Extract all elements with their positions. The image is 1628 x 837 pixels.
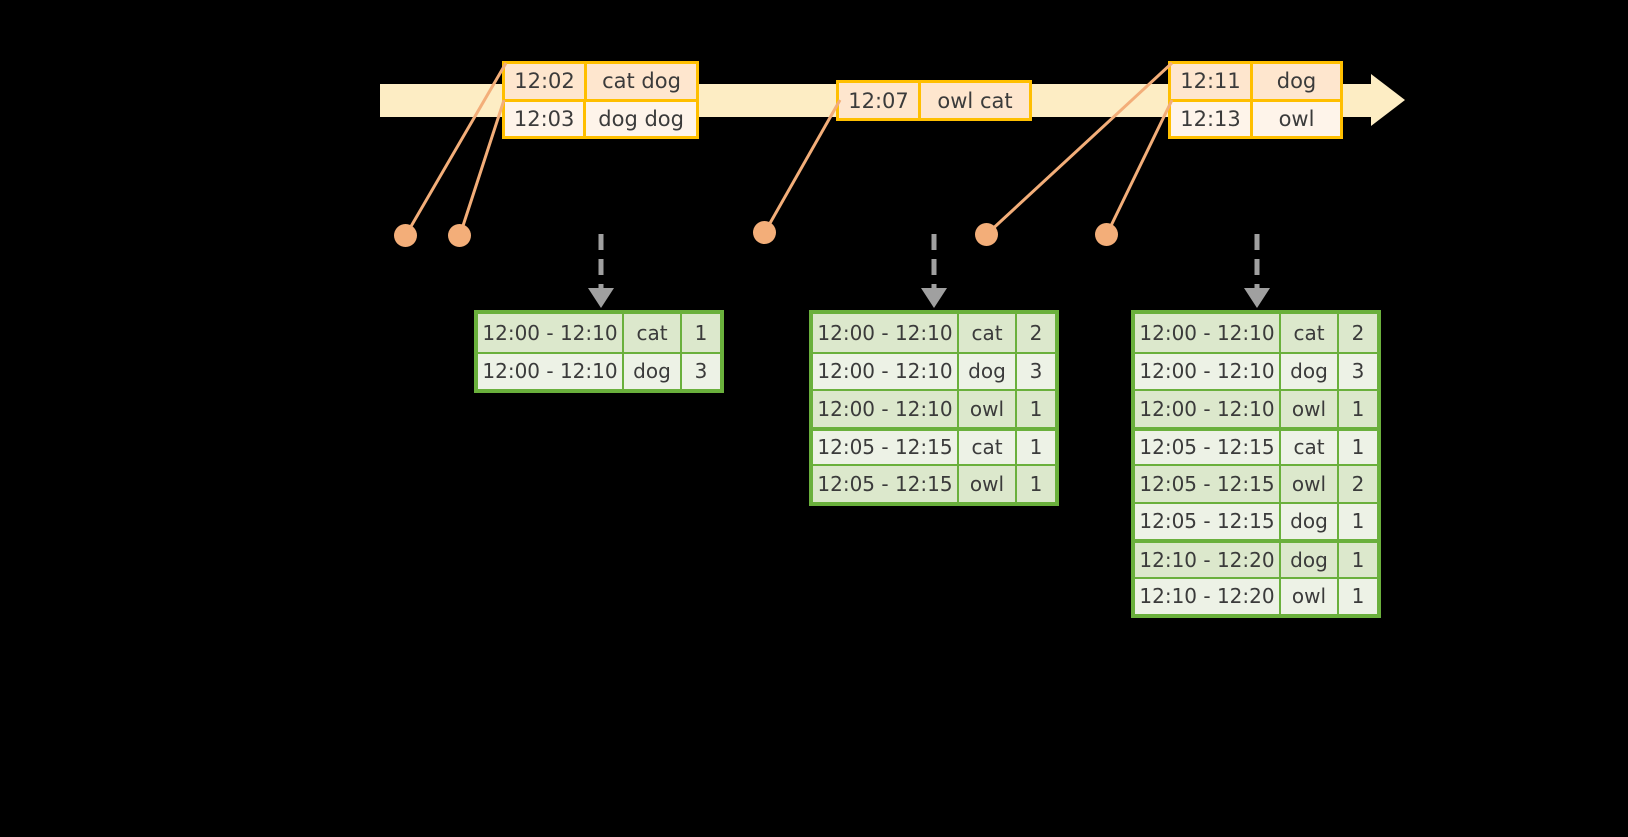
- timeline-arrowhead: [1371, 74, 1405, 126]
- connector-dot-5[interactable]: [1095, 223, 1118, 246]
- word-cell: cat: [959, 430, 1017, 464]
- dashed-arrow-to-result-1: [588, 234, 614, 308]
- window-cell: 12:00 - 12:10: [478, 314, 624, 352]
- connector-dot-4[interactable]: [975, 223, 998, 246]
- connector-dot-3[interactable]: [753, 221, 776, 244]
- event-words: cat dog: [602, 69, 681, 94]
- event-words: dog dog: [598, 106, 684, 131]
- connector-line-5: [1105, 99, 1174, 235]
- count-cell: 1: [694, 320, 708, 345]
- event-row[interactable]: 12:03 dog dog: [505, 98, 696, 136]
- event-row[interactable]: 12:13 owl: [1171, 98, 1340, 136]
- window-cell: 12:00 - 12:10: [813, 314, 959, 352]
- count-cell: 1: [1029, 435, 1043, 460]
- window-cell: 12:05 - 12:15: [813, 466, 959, 502]
- word-cell: owl: [959, 466, 1017, 502]
- dashed-arrow-to-result-3: [1244, 234, 1270, 308]
- window-cell: 12:10 - 12:20: [1135, 578, 1281, 614]
- count-cell: 3: [1351, 359, 1365, 384]
- event-words: owl: [1278, 106, 1315, 131]
- event-time: 12:11: [1171, 64, 1253, 99]
- window-cell: 12:05 - 12:15: [813, 430, 959, 464]
- word-cell: dog: [959, 353, 1017, 389]
- window-cell: 12:00 - 12:10: [1135, 353, 1281, 389]
- count-cell: 2: [1351, 320, 1365, 345]
- event-group-3[interactable]: 12:11 dog 12:13 owl: [1168, 61, 1343, 139]
- count-cell: 3: [1029, 359, 1043, 384]
- connector-line-3: [763, 99, 842, 233]
- count-cell: 1: [1351, 435, 1365, 460]
- connector-dot-1[interactable]: [394, 224, 417, 247]
- count-cell: 1: [1351, 547, 1365, 572]
- count-cell: 1: [1029, 396, 1043, 421]
- word-cell: owl: [1281, 578, 1339, 614]
- event-row[interactable]: 12:11 dog: [1171, 64, 1340, 99]
- word-cell: owl: [1281, 466, 1339, 502]
- event-words: owl cat: [937, 88, 1013, 113]
- word-cell: owl: [959, 391, 1017, 427]
- word-cell: cat: [1281, 430, 1339, 464]
- word-cell: cat: [1281, 314, 1339, 352]
- word-cell: cat: [959, 314, 1017, 352]
- word-cell: cat: [624, 314, 682, 352]
- event-group-1[interactable]: 12:02 cat dog 12:03 dog dog: [502, 61, 699, 139]
- window-cell: 12:10 - 12:20: [1135, 543, 1281, 577]
- window-cell: 12:05 - 12:15: [1135, 466, 1281, 502]
- event-time: 12:03: [505, 101, 587, 136]
- connector-line-2: [458, 99, 506, 236]
- count-cell: 1: [1351, 396, 1365, 421]
- window-cell: 12:00 - 12:10: [1135, 314, 1281, 352]
- window-cell: 12:05 - 12:15: [1135, 430, 1281, 464]
- word-cell: dog: [624, 353, 682, 389]
- connector-dot-2[interactable]: [448, 224, 471, 247]
- word-cell: dog: [1281, 503, 1339, 539]
- window-cell: 12:00 - 12:10: [813, 391, 959, 427]
- dashed-arrow-to-result-2: [921, 234, 947, 308]
- event-words: dog: [1276, 69, 1317, 94]
- word-cell: dog: [1281, 543, 1339, 577]
- event-group-2[interactable]: 12:07 owl cat: [836, 80, 1032, 121]
- event-time: 12:07: [839, 83, 921, 118]
- window-cell: 12:05 - 12:15: [1135, 503, 1281, 539]
- word-cell: dog: [1281, 353, 1339, 389]
- window-cell: 12:00 - 12:10: [1135, 391, 1281, 427]
- count-cell: 1: [1351, 509, 1365, 534]
- count-cell: 3: [694, 359, 708, 384]
- window-cell: 12:00 - 12:10: [813, 353, 959, 389]
- count-cell: 1: [1029, 471, 1043, 496]
- window-cell: 12:00 - 12:10: [478, 353, 624, 389]
- event-row[interactable]: 12:07 owl cat: [839, 83, 1029, 118]
- event-row[interactable]: 12:02 cat dog: [505, 64, 696, 99]
- count-cell: 2: [1351, 471, 1365, 496]
- count-cell: 1: [1351, 584, 1365, 609]
- count-cell: 2: [1029, 320, 1043, 345]
- word-cell: owl: [1281, 391, 1339, 427]
- event-time: 12:13: [1171, 101, 1253, 136]
- event-time: 12:02: [505, 64, 587, 99]
